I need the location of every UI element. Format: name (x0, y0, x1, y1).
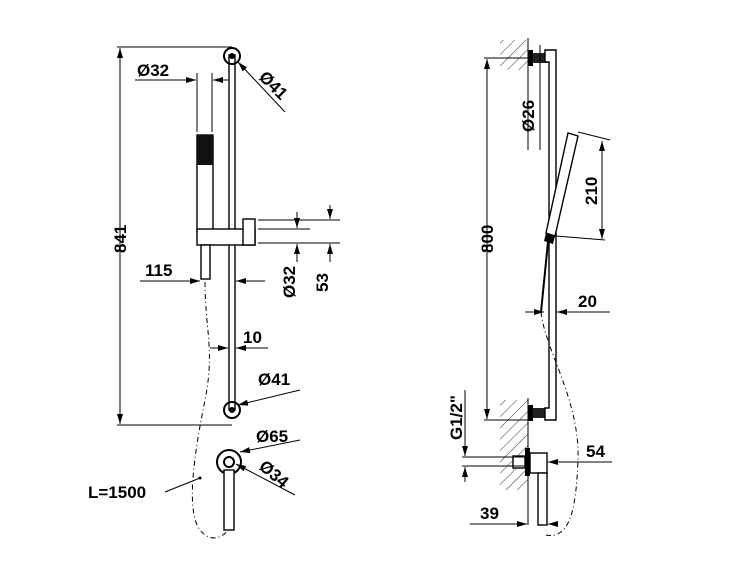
hose (191, 281, 229, 539)
dim-diameter-65: Ø65 (256, 427, 288, 446)
bottom-bracket (223, 401, 241, 419)
dim-54: 54 (586, 442, 605, 461)
dim-diameter-41-bottom: Ø41 (258, 370, 290, 389)
side-view: 800 Ø26 210 20 G1/2" 54 (447, 38, 612, 537)
dim-210: 210 (582, 177, 601, 205)
dim-20: 20 (578, 292, 597, 311)
dim-diameter-32-holder: Ø32 (280, 266, 299, 298)
dim-diameter-32-top: Ø32 (137, 61, 169, 80)
dim-diameter-26: Ø26 (519, 100, 538, 132)
dim-841: 841 (111, 225, 130, 253)
side-outlet (529, 452, 548, 474)
side-hose (540, 311, 579, 537)
dim-39: 39 (480, 504, 499, 523)
dim-800: 800 (478, 225, 497, 253)
front-view: 841 Ø32 Ø41 Ø32 53 115 10 (88, 46, 340, 539)
dim-10: 10 (243, 328, 262, 347)
wall-bottom (500, 400, 528, 490)
dim-diameter-34: Ø34 (255, 457, 292, 493)
dim-thread-g1-2: G1/2" (447, 395, 466, 440)
hose-length-label: L=1500 (88, 483, 146, 502)
dim-115: 115 (145, 261, 172, 280)
dim-diameter-41-top: Ø41 (255, 67, 291, 103)
wall-top (500, 40, 528, 70)
dim-53: 53 (313, 273, 332, 292)
top-bracket (223, 47, 241, 65)
